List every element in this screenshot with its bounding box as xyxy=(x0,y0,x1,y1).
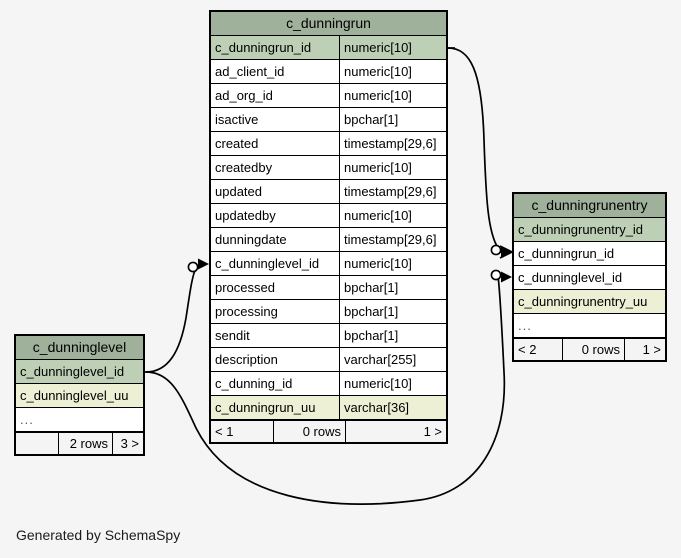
column-name: c_dunningrunentry_uu xyxy=(518,294,648,309)
table-footer: < 2 0 rows 1 > xyxy=(514,338,665,360)
edge-terminators xyxy=(145,47,513,373)
table-row[interactable]: isactive bpchar[1] xyxy=(211,108,446,132)
next-page-button[interactable]: 3 > xyxy=(112,433,143,454)
table-row[interactable]: c_dunningrun_id numeric[10] xyxy=(211,36,446,60)
column-name: sendit xyxy=(215,328,250,343)
table-row-more[interactable]: ... xyxy=(514,314,665,338)
prev-page-button[interactable]: < 1 xyxy=(215,424,234,439)
next-page-button[interactable]: 1 > xyxy=(624,339,665,360)
table-row[interactable]: processing bpchar[1] xyxy=(211,300,446,324)
column-name: c_dunninglevel_id xyxy=(20,364,125,379)
table-row[interactable]: ad_org_id numeric[10] xyxy=(211,84,446,108)
column-type: numeric[10] xyxy=(339,204,446,227)
column-type: timestamp[29,6] xyxy=(339,228,446,251)
column-name: updated xyxy=(215,184,262,199)
column-name: processed xyxy=(215,280,275,295)
table-row[interactable]: updated timestamp[29,6] xyxy=(211,180,446,204)
table-row[interactable]: c_dunningrun_uu varchar[36] xyxy=(211,396,446,420)
row-count-label: 0 rows xyxy=(273,421,345,442)
column-name: c_dunning_id xyxy=(215,376,293,391)
prev-page-button[interactable] xyxy=(16,433,58,454)
column-type: numeric[10] xyxy=(339,252,446,275)
column-type: bpchar[1] xyxy=(339,108,446,131)
edge-dunningrun-to-entry xyxy=(447,47,499,249)
prev-page-button[interactable]: < 2 xyxy=(518,342,537,357)
column-type: bpchar[1] xyxy=(339,276,446,299)
table-row-fk-dunningrun[interactable]: c_dunningrun_id xyxy=(514,242,665,266)
edge-dunninglevel-to-dunningrun xyxy=(145,267,197,373)
table-title: c_dunninglevel xyxy=(16,336,143,360)
column-name: c_dunningrun_uu xyxy=(215,400,316,415)
generated-by-label: Generated by SchemaSpy xyxy=(16,527,181,543)
column-type: varchar[36] xyxy=(339,396,446,419)
table-row-fk-dunninglevel[interactable]: c_dunninglevel_id xyxy=(514,266,665,290)
table-row[interactable]: processed bpchar[1] xyxy=(211,276,446,300)
column-name: createdby xyxy=(215,160,273,175)
table-title: c_dunningrun xyxy=(211,12,446,36)
table-footer: < 1 0 rows 1 > xyxy=(211,420,446,442)
table-row[interactable]: c_dunninglevel_id xyxy=(16,360,143,384)
row-count-label: 0 rows xyxy=(562,339,624,360)
table-c-dunninglevel[interactable]: c_dunninglevel c_dunninglevel_id c_dunni… xyxy=(14,334,145,456)
column-name: isactive xyxy=(215,112,259,127)
row-count-label: 2 rows xyxy=(58,433,112,454)
next-page-button[interactable]: 1 > xyxy=(345,421,446,442)
edge-dunninglevel-to-entry xyxy=(145,275,506,505)
table-row[interactable]: ad_client_id numeric[10] xyxy=(211,60,446,84)
column-name: updatedby xyxy=(215,208,276,223)
column-type: numeric[10] xyxy=(339,84,446,107)
column-name: description xyxy=(215,352,278,367)
column-type: bpchar[1] xyxy=(339,324,446,347)
column-name: c_dunningrun_id xyxy=(215,40,312,55)
table-footer: 2 rows 3 > xyxy=(16,432,143,454)
table-row[interactable]: createdby numeric[10] xyxy=(211,156,446,180)
table-row[interactable]: description varchar[255] xyxy=(211,348,446,372)
column-type: numeric[10] xyxy=(339,156,446,179)
column-name: c_dunningrun_id xyxy=(518,246,615,261)
column-name: c_dunninglevel_uu xyxy=(20,388,129,403)
table-row[interactable]: sendit bpchar[1] xyxy=(211,324,446,348)
table-row[interactable]: c_dunningrunentry_uu xyxy=(514,290,665,314)
column-name: ad_client_id xyxy=(215,64,285,79)
table-c-dunningrunentry[interactable]: c_dunningrunentry c_dunningrunentry_id c… xyxy=(512,192,667,362)
column-name: created xyxy=(215,136,259,151)
column-type: numeric[10] xyxy=(339,36,446,59)
column-type: timestamp[29,6] xyxy=(339,132,446,155)
column-type: varchar[255] xyxy=(339,348,446,371)
table-row[interactable]: created timestamp[29,6] xyxy=(211,132,446,156)
table-row-more[interactable]: ... xyxy=(16,408,143,432)
table-row-fk-dunninglevel[interactable]: c_dunninglevel_id numeric[10] xyxy=(211,252,446,276)
column-name: c_dunninglevel_id xyxy=(215,256,320,271)
column-name: ad_org_id xyxy=(215,88,273,103)
column-type: timestamp[29,6] xyxy=(339,180,446,203)
table-row[interactable]: c_dunninglevel_uu xyxy=(16,384,143,408)
column-name: c_dunningrunentry_id xyxy=(518,222,644,237)
column-name: ... xyxy=(20,412,34,427)
table-row[interactable]: c_dunning_id numeric[10] xyxy=(211,372,446,396)
table-row[interactable]: dunningdate timestamp[29,6] xyxy=(211,228,446,252)
column-name: ... xyxy=(518,318,532,333)
column-type: numeric[10] xyxy=(339,60,446,83)
table-row[interactable]: c_dunningrunentry_id xyxy=(514,218,665,242)
column-name: c_dunninglevel_id xyxy=(518,270,623,285)
table-title: c_dunningrunentry xyxy=(514,194,665,218)
column-type: numeric[10] xyxy=(339,372,446,395)
column-name: processing xyxy=(215,304,278,319)
column-name: dunningdate xyxy=(215,232,287,247)
column-type: bpchar[1] xyxy=(339,300,446,323)
table-c-dunningrun[interactable]: c_dunningrun c_dunningrun_id numeric[10]… xyxy=(209,10,448,444)
table-row[interactable]: updatedby numeric[10] xyxy=(211,204,446,228)
